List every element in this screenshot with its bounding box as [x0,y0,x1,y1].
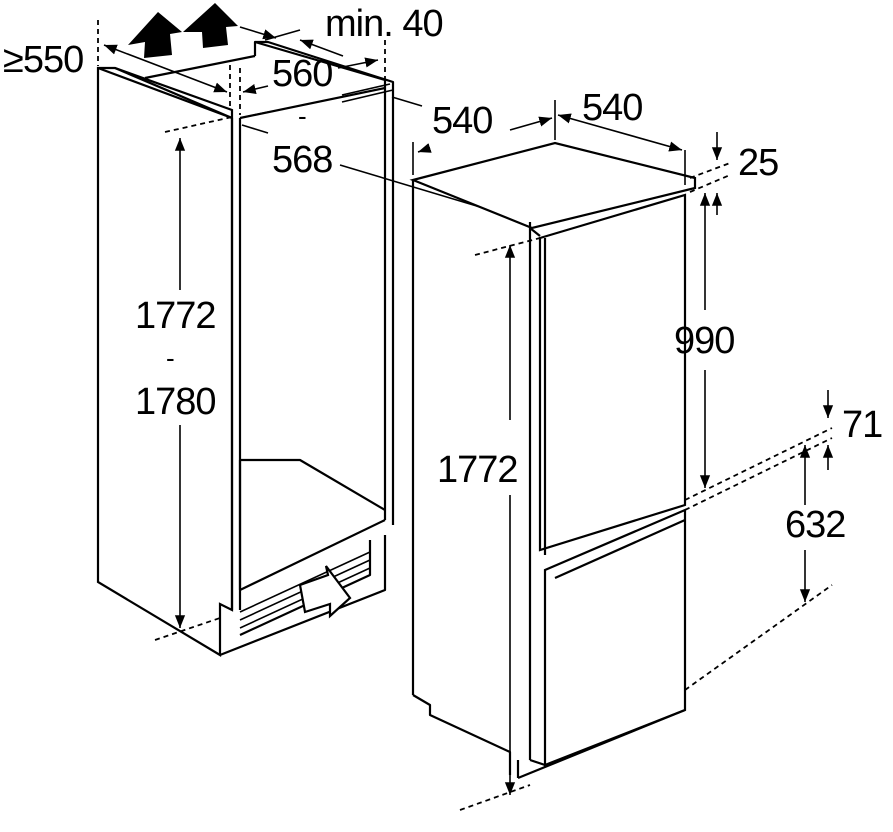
label-niche-height-max: 1780 [135,381,216,423]
upper-door [538,193,687,552]
lower-door [543,508,687,767]
label-vent-gap: min. 40 [325,3,443,45]
label-niche-width-max: 568 [272,139,332,181]
niche-cabinet [96,3,531,657]
label-door-gap: 71 [842,404,882,446]
label-niche-width-min: 560 [272,53,332,95]
label-niche-height-sep: - [166,343,174,373]
airflow-outlet-arrow-icon-2 [183,3,238,48]
airflow-inlet-arrow-icon [298,565,352,619]
airflow-outlet-arrow-icon [128,12,182,58]
label-top-offset: 25 [738,142,778,184]
label-lower-door-height: 632 [785,504,845,546]
label-upper-door-height: 990 [674,320,734,362]
label-appliance-height: 1772 [437,449,518,491]
appliance-fridge [409,100,834,811]
label-appliance-depth: 540 [432,100,492,142]
label-niche-width-sep: - [298,101,306,131]
label-appliance-width: 540 [582,87,642,129]
label-niche-depth: ≥550 [3,39,83,81]
label-niche-height-min: 1772 [135,295,216,337]
